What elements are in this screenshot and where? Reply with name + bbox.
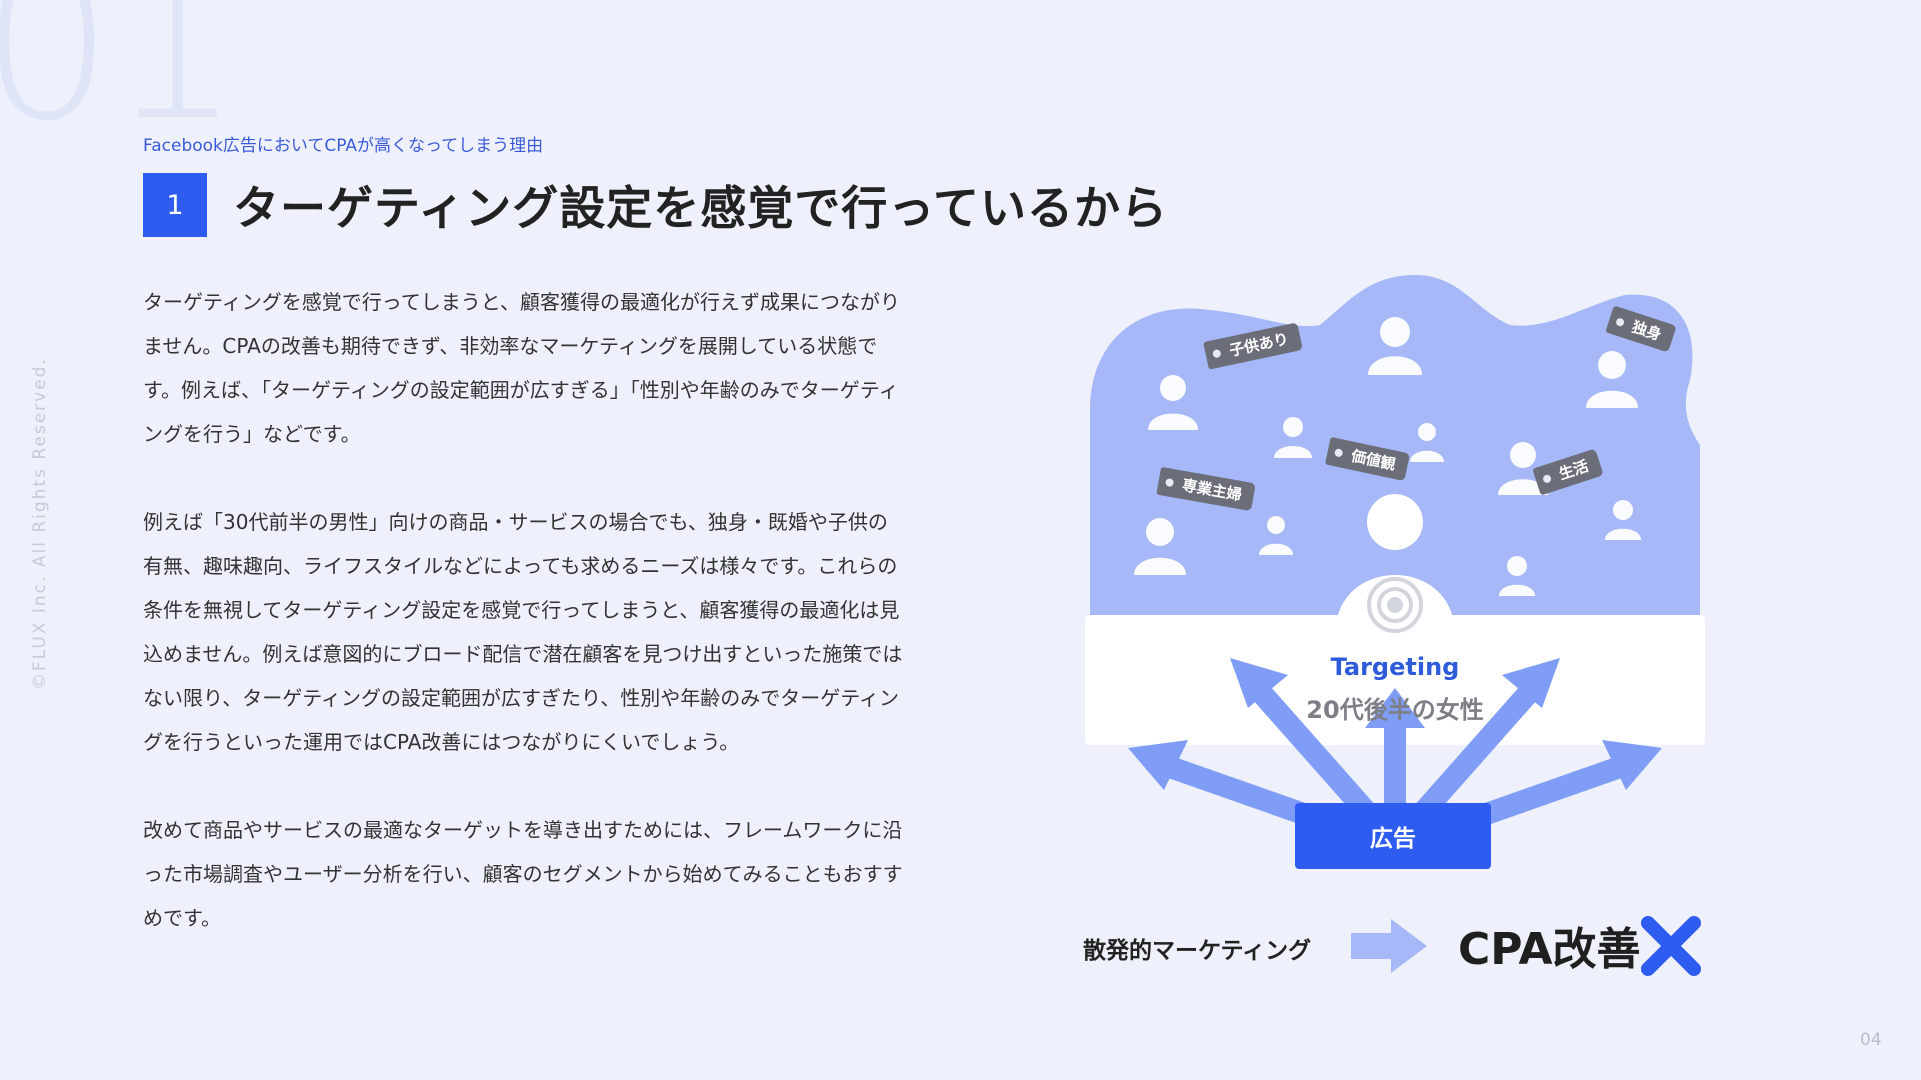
section-number: 01 [0, 0, 241, 167]
slide-title: ターゲティング設定を感覚で行っているから [233, 181, 1168, 235]
targeting-label: Targeting [1330, 653, 1460, 681]
slide-subtitle: Facebook広告においてCPAが高くなってしまう理由 [143, 136, 544, 156]
target-person-icon [1367, 494, 1423, 550]
targeting-band [1085, 615, 1705, 745]
targeting-illustration-graphic [1085, 275, 1705, 836]
arrow-left [1241, 672, 1374, 818]
title-row: 1 ターゲティング設定を感覚で行っているから [143, 172, 1168, 238]
body-paragraph-2: 例えば「30代前半の男性」向けの商品・サービスの場合でも、独身・既婚や子供の有無… [143, 510, 903, 754]
right-arrow-icon [1351, 919, 1427, 973]
title-number-badge: 1 [143, 173, 207, 237]
conclusion-row: 散発的マーケティング CPA改善 [1083, 905, 1703, 985]
person-icons [1134, 317, 1641, 596]
copyright-text: ©FLUX Inc. All Rights Reserved. [30, 357, 50, 690]
page-number: 04 [1860, 1030, 1882, 1050]
arrow-right [1416, 672, 1549, 818]
target-description: 20代後半の女性 [1306, 696, 1484, 724]
body-text: ターゲティングを感覚で行ってしまうと、顧客獲得の最適化が行えず成果につながりませ… [143, 280, 903, 984]
body-paragraph-1: ターゲティングを感覚で行ってしまうと、顧客獲得の最適化が行えず成果につながりませ… [143, 290, 900, 446]
ad-box: 広告 [1295, 803, 1491, 869]
cross-icon [1641, 916, 1701, 976]
body-paragraph-3: 改めて商品やサービスの最適なターゲットを導き出すためには、フレームワークに沿った… [143, 818, 903, 930]
targeting-illustration: 子供あり 独身 価値観 生活 専業主婦 Targeting 20代後半の女性 広… [1080, 270, 1710, 870]
target-icon [1367, 577, 1423, 633]
cause-label: 散発的マーケティング [1083, 938, 1312, 964]
result-label: CPA改善 [1458, 924, 1641, 975]
